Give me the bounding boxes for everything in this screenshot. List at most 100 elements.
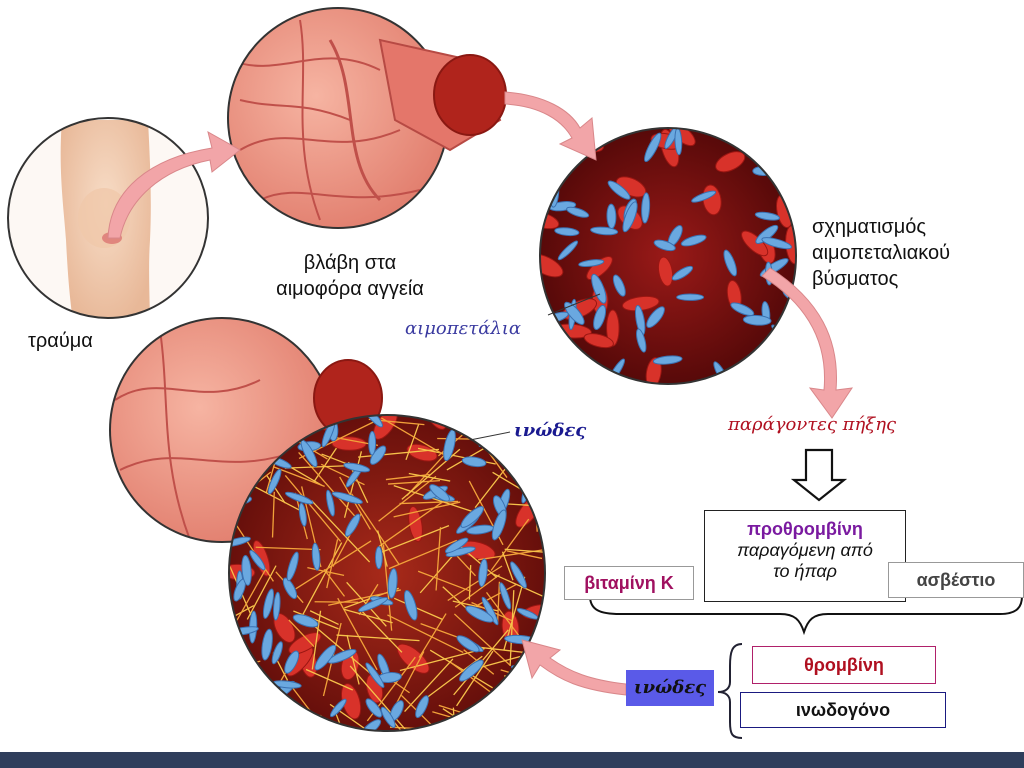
fibrinogen-box: ινωδογόνο bbox=[740, 692, 946, 728]
fibrin-strand bbox=[378, 500, 444, 547]
platelet bbox=[730, 302, 755, 316]
bottom-bar bbox=[0, 752, 1024, 768]
fibrin-strand bbox=[393, 597, 443, 620]
pointer-lines bbox=[469, 293, 601, 441]
platelet bbox=[461, 456, 487, 468]
platelet bbox=[478, 558, 488, 588]
platelet-plug-label: σχηματισμός αιμοπεταλιακού βύσματος bbox=[812, 214, 950, 292]
platelet bbox=[531, 478, 545, 491]
plug-line1: σχηματισμός bbox=[812, 216, 927, 238]
left-bracket bbox=[717, 643, 743, 739]
platelet bbox=[641, 192, 651, 224]
platelet bbox=[358, 597, 389, 612]
trauma-label: τραύμα bbox=[28, 330, 93, 352]
knee-illustration bbox=[7, 117, 209, 319]
platelet bbox=[644, 132, 662, 163]
platelet bbox=[271, 641, 283, 665]
vitamin-k-box: βιταμίνη Κ bbox=[564, 566, 694, 600]
fibrin-strand bbox=[393, 501, 461, 518]
platelet bbox=[325, 489, 335, 517]
platelet bbox=[510, 561, 527, 589]
platelet bbox=[612, 274, 626, 297]
platelet bbox=[329, 698, 347, 718]
platelet bbox=[769, 144, 794, 158]
fibrin-strand bbox=[305, 668, 354, 691]
platelet bbox=[361, 719, 382, 731]
fibrin-strand bbox=[429, 649, 493, 689]
fibrin-strand bbox=[343, 451, 363, 518]
platelet bbox=[249, 549, 266, 571]
fibrin-bottom-box: ινώδες bbox=[626, 670, 714, 706]
red-blood-cell bbox=[406, 443, 438, 462]
fibrin-strand bbox=[453, 613, 512, 667]
thrombin-box: θρομβίνη bbox=[752, 646, 936, 684]
platelet bbox=[229, 717, 241, 731]
fibrin-strand bbox=[320, 463, 365, 486]
fibrin-strand bbox=[378, 475, 437, 522]
platelet bbox=[754, 211, 781, 221]
clot-illustration bbox=[109, 317, 546, 732]
fibrin-strand bbox=[301, 542, 343, 616]
platelet bbox=[691, 190, 717, 203]
platelet bbox=[314, 644, 337, 671]
fibrin-strand bbox=[346, 634, 360, 685]
fibrin-strand bbox=[490, 518, 530, 571]
platelet bbox=[478, 419, 493, 448]
fibrin-strand bbox=[337, 597, 378, 671]
platelet bbox=[606, 203, 617, 229]
platelet bbox=[284, 491, 314, 505]
platelet bbox=[267, 468, 282, 495]
fibrin-strand bbox=[539, 498, 545, 514]
fibrin-strand bbox=[387, 614, 464, 654]
platelet bbox=[742, 314, 772, 326]
red-blood-cell bbox=[396, 643, 430, 674]
platelet bbox=[368, 430, 377, 456]
damaged-vessel-illustration bbox=[227, 7, 507, 229]
platelet bbox=[680, 234, 707, 247]
platelet bbox=[676, 293, 705, 301]
platelet bbox=[554, 227, 580, 237]
prothrombin-box: προθρομβίνη παραγόμενη από το ήπαρ bbox=[704, 510, 906, 602]
platelet bbox=[771, 324, 794, 343]
platelet bbox=[444, 537, 469, 554]
platelet bbox=[298, 502, 307, 527]
platelet bbox=[653, 239, 676, 252]
platelet bbox=[454, 719, 481, 731]
fibrin-strand bbox=[265, 474, 286, 504]
fibrin-strand bbox=[351, 493, 400, 566]
calcium-box: ασβέστιο bbox=[888, 562, 1024, 598]
platelet bbox=[343, 462, 371, 473]
platelet bbox=[282, 577, 298, 600]
vessel-damage-label: βλάβη στα αιμοφόρα αγγεία bbox=[245, 250, 455, 302]
platelet bbox=[591, 273, 607, 304]
fibrin-strand bbox=[388, 479, 441, 485]
fibrin-strand bbox=[274, 721, 353, 731]
fibrin-strand bbox=[343, 608, 393, 624]
fibrin-strand bbox=[474, 704, 545, 727]
fibrin-strand bbox=[311, 610, 322, 670]
platelet bbox=[262, 588, 275, 619]
fibrin-strand bbox=[405, 423, 420, 461]
platelet bbox=[445, 546, 476, 557]
platelet bbox=[261, 628, 273, 661]
red-blood-cell bbox=[776, 347, 796, 384]
red-blood-cell bbox=[657, 256, 674, 287]
fibrin-strand bbox=[417, 570, 472, 592]
fibrin-strand bbox=[453, 552, 476, 577]
fibrin-strand bbox=[336, 634, 420, 642]
fibrin-strand bbox=[229, 660, 261, 675]
fibrin-strand bbox=[491, 572, 545, 608]
platelet bbox=[499, 582, 512, 610]
platelet bbox=[365, 662, 385, 689]
platelet bbox=[415, 695, 429, 719]
fibrin-strand bbox=[251, 484, 306, 514]
down-arrow bbox=[790, 448, 848, 502]
fibrin-strand bbox=[243, 657, 246, 702]
fibrin-strand bbox=[379, 525, 450, 554]
fibrin-strand bbox=[361, 611, 403, 653]
fibrin-strand bbox=[456, 650, 494, 707]
fibrin-strand bbox=[419, 556, 453, 594]
platelet bbox=[515, 703, 525, 731]
fibrin-strand bbox=[519, 467, 545, 502]
platelet bbox=[590, 226, 619, 236]
